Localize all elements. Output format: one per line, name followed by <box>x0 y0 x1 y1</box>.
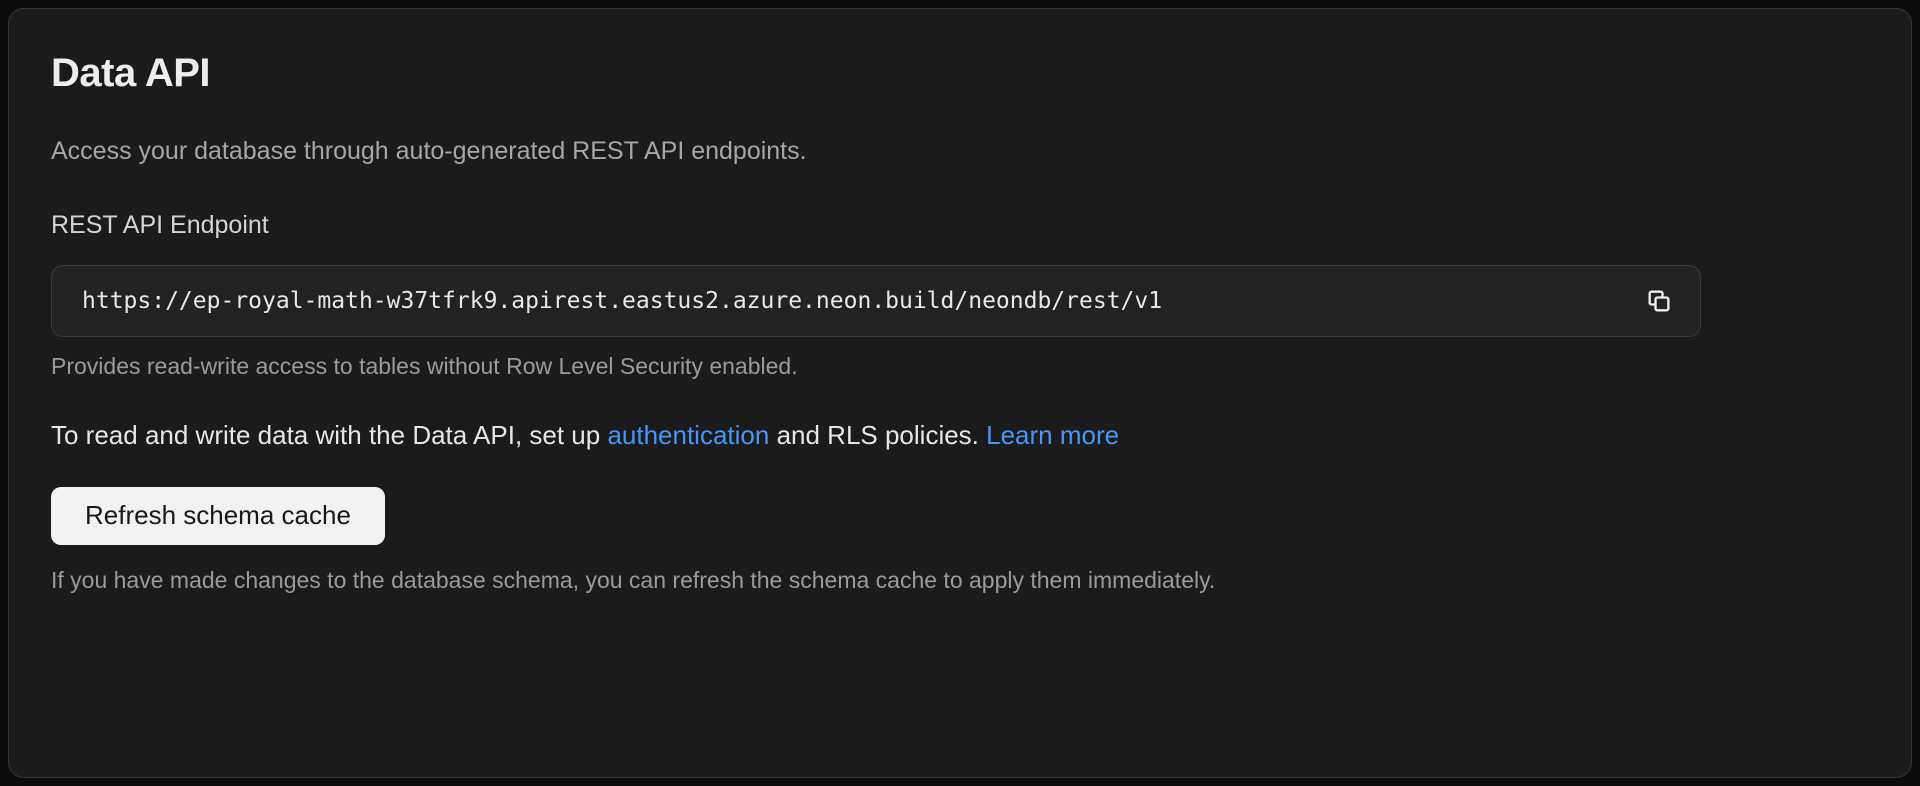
rls-note: To read and write data with the Data API… <box>51 418 1869 453</box>
rls-note-middle: and RLS policies. <box>769 419 987 450</box>
page-description: Access your database through auto-genera… <box>51 137 807 165</box>
endpoint-label: REST API Endpoint <box>51 210 269 239</box>
rls-note-prefix: To read and write data with the Data API… <box>51 419 608 450</box>
page-title: Data API <box>51 51 211 95</box>
refresh-schema-cache-button[interactable]: Refresh schema cache <box>51 486 385 545</box>
schema-cache-helper-text: If you have made changes to the database… <box>51 566 1216 593</box>
copy-button[interactable] <box>1636 278 1682 324</box>
learn-more-link[interactable]: Learn more <box>986 419 1120 450</box>
endpoint-url: https://ep-royal-math-w37tfrk9.apirest.e… <box>82 287 1163 314</box>
data-api-card: Data API Access your database through au… <box>8 8 1912 778</box>
endpoint-url-field[interactable]: https://ep-royal-math-w37tfrk9.apirest.e… <box>51 264 1701 337</box>
authentication-link[interactable]: authentication <box>607 419 770 450</box>
endpoint-helper-text: Provides read-write access to tables wit… <box>51 352 798 379</box>
copy-icon <box>1645 287 1673 315</box>
